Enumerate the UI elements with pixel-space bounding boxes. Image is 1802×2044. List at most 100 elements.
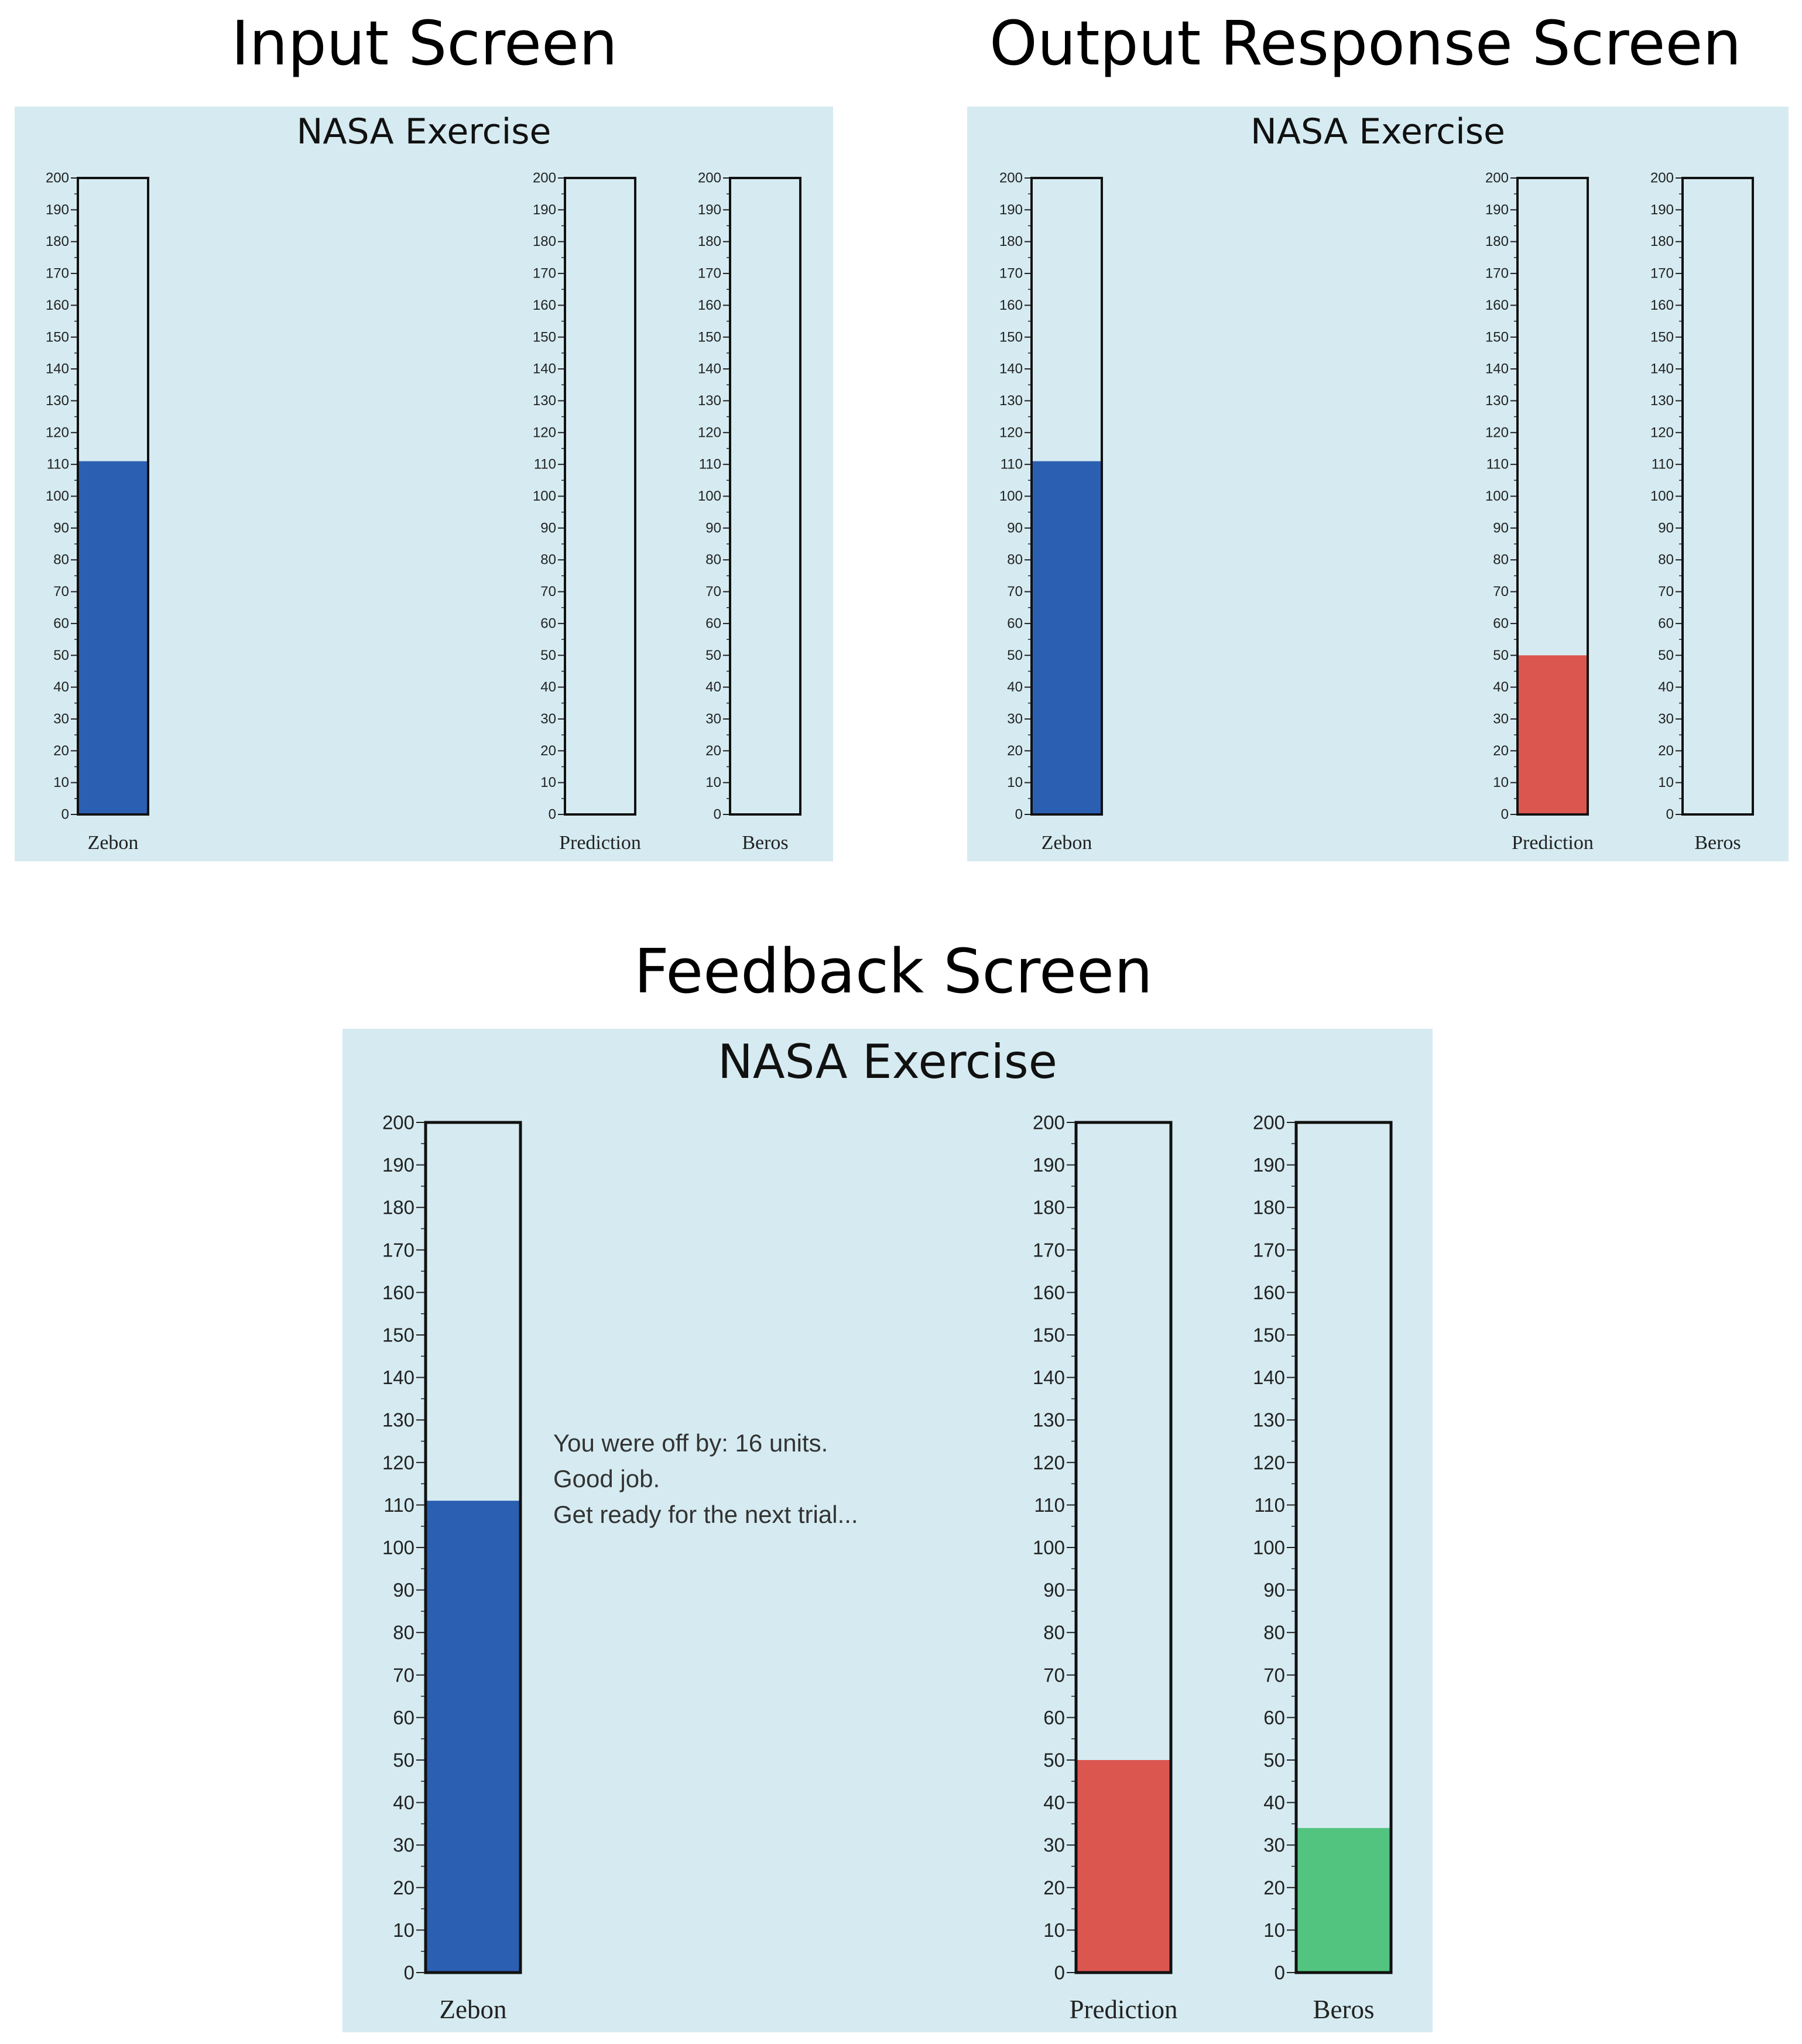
tick-label: 200 [1253, 1112, 1285, 1134]
tick-label: 50 [540, 648, 556, 663]
gauge-zebon: 0102030405060708090100110120130140150160… [382, 1112, 522, 2024]
feedback-screen-heading: Feedback Screen [634, 936, 1153, 1007]
tick-label: 180 [999, 234, 1023, 249]
tick-label: 190 [1033, 1154, 1065, 1176]
tick-label: 170 [1033, 1239, 1065, 1261]
tick-label: 100 [999, 488, 1023, 504]
gauge-fill-zebon [1033, 461, 1101, 814]
tick-label: 150 [46, 329, 69, 345]
gauge-outline [1294, 1121, 1393, 1974]
tick-label: 130 [698, 393, 721, 409]
tick-label: 160 [1253, 1282, 1285, 1303]
tick-label: 110 [47, 457, 69, 473]
tick-label: 30 [1043, 1834, 1065, 1856]
tick-label: 70 [1007, 584, 1023, 600]
panel-title: NASA Exercise [718, 1035, 1057, 1089]
tick-label: 70 [1043, 1664, 1065, 1686]
tick-label: 60 [1007, 615, 1023, 631]
tick-label: 50 [705, 648, 721, 663]
tick-label: 120 [999, 424, 1023, 440]
tick-label: 0 [61, 807, 69, 823]
tick-label: 170 [1650, 266, 1674, 282]
tick-label: 130 [46, 393, 69, 409]
tick-label: 90 [393, 1579, 414, 1601]
gauge-label: Beros [742, 832, 788, 854]
gauge-beros: 0102030405060708090100110120130140150160… [1650, 170, 1754, 854]
tick-label: 60 [53, 615, 69, 631]
tick-label: 190 [1650, 202, 1674, 218]
tick-label: 200 [698, 170, 721, 186]
tick-label: 130 [382, 1409, 414, 1431]
tick-label: 170 [1253, 1239, 1285, 1261]
tick-label: 100 [46, 488, 69, 504]
tick-label: 160 [698, 297, 721, 313]
tick-label: 130 [1650, 393, 1674, 409]
tick-label: 0 [714, 807, 721, 823]
tick-label: 150 [999, 329, 1023, 345]
tick-label: 80 [540, 552, 556, 568]
tick-label: 60 [1263, 1707, 1285, 1728]
tick-label: 10 [1007, 775, 1023, 790]
tick-label: 60 [1043, 1707, 1065, 1728]
tick-label: 50 [1658, 648, 1674, 663]
tick-label: 120 [698, 424, 721, 440]
tick-label: 180 [698, 234, 721, 249]
gauge-zebon: 0102030405060708090100110120130140150160… [46, 170, 149, 854]
gauge-outline [424, 1121, 522, 1974]
tick-label: 0 [1666, 807, 1674, 823]
tick-label: 80 [705, 552, 721, 568]
tick-label: 190 [382, 1154, 414, 1176]
gauge-outline [564, 177, 636, 816]
tick-label: 40 [393, 1792, 414, 1813]
tick-label: 180 [1650, 234, 1674, 249]
output-response-screen-heading: Output Response Screen [989, 8, 1742, 79]
tick-label: 30 [1007, 711, 1023, 727]
tick-label: 70 [1658, 584, 1674, 600]
tick-label: 0 [1054, 1962, 1065, 1984]
tick-label: 20 [393, 1877, 414, 1898]
tick-label: 70 [1263, 1664, 1285, 1686]
input-screen-gauges: 0102030405060708090100110120130140150160… [46, 170, 801, 854]
tick-label: 60 [1493, 615, 1509, 631]
tick-label: 200 [999, 170, 1023, 186]
gauge-outline [1074, 1121, 1173, 1974]
tick-label: 160 [1485, 297, 1509, 313]
tick-label: 40 [1493, 679, 1509, 695]
tick-label: 170 [533, 266, 556, 282]
tick-label: 20 [1007, 743, 1023, 759]
tick-label: 10 [1263, 1919, 1285, 1941]
tick-label: 100 [382, 1537, 414, 1559]
gauge-outline [1681, 177, 1754, 816]
tick-label: 90 [705, 520, 721, 536]
tick-label: 50 [53, 648, 69, 663]
tick-label: 100 [1650, 488, 1674, 504]
output-response-screen-gauges: 0102030405060708090100110120130140150160… [999, 170, 1754, 854]
tick-label: 30 [1493, 711, 1509, 727]
tick-label: 180 [533, 234, 556, 249]
tick-label: 40 [1658, 679, 1674, 695]
tick-label: 110 [1254, 1494, 1285, 1516]
tick-label: 160 [382, 1282, 414, 1303]
gauge-outline [729, 177, 801, 816]
tick-label: 200 [1033, 1112, 1065, 1134]
tick-label: 20 [540, 743, 556, 759]
feedback-message-line: You were off by: 16 units. [553, 1429, 828, 1457]
tick-label: 70 [705, 584, 721, 600]
tick-label: 20 [1493, 743, 1509, 759]
tick-label: 90 [540, 520, 556, 536]
tick-label: 190 [533, 202, 556, 218]
tick-label: 10 [1043, 1919, 1065, 1941]
tick-label: 80 [1263, 1622, 1285, 1644]
tick-label: 10 [1658, 775, 1674, 790]
tick-label: 40 [53, 679, 69, 695]
gauge-label: Prediction [559, 832, 641, 854]
tick-label: 50 [1263, 1749, 1285, 1771]
tick-label: 110 [1034, 1494, 1065, 1516]
tick-label: 160 [533, 297, 556, 313]
tick-label: 170 [1485, 266, 1509, 282]
tick-label: 0 [1275, 1962, 1285, 1984]
tick-label: 70 [393, 1664, 414, 1686]
gauge-prediction: 0102030405060708090100110120130140150160… [1485, 170, 1594, 854]
tick-label: 200 [46, 170, 69, 186]
